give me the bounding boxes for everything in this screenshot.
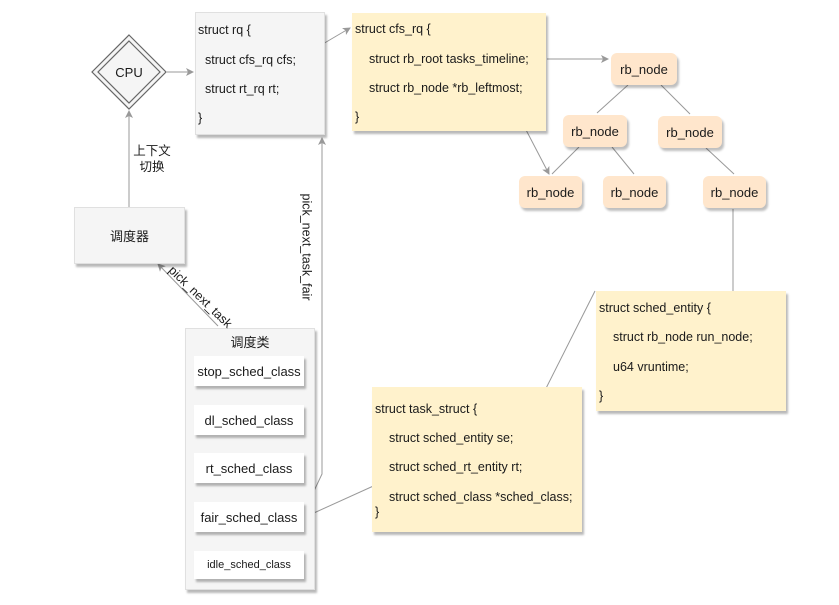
task-struct: struct task_struct { struct sched_entity… [372,387,582,532]
task-struct-line: struct task_struct { [375,402,478,416]
cfs-rq-struct: struct cfs_rq { struct rb_root tasks_tim… [352,13,546,131]
edge-tree [551,146,580,175]
sched-entity-struct: struct sched_entity { struct rb_node run… [596,291,786,411]
rb-node-left: rb_node [563,115,627,147]
context-switch-label: 上下文 切换 [131,143,173,175]
rb-node-right: rb_node [658,116,722,148]
sched-entity-line: } [599,389,604,403]
pick-next-task-label: pick_next_task [165,263,235,331]
rb-node-right-right: rb_node [703,176,766,208]
edge-sched_class-fair [304,482,381,518]
cfs-rq-line: struct cfs_rq { [355,22,431,36]
cfs-rq-line: struct rb_node *rb_leftmost; [369,81,523,95]
pick-next-task-fair-label: pick_next_task_fair [299,193,314,301]
rb-node-label: rb_node [620,61,668,77]
rb-node-label: rb_node [666,124,714,140]
rb-node-leftmost: rb_node [519,176,582,208]
edge-tree [705,147,735,175]
rb-node-label: rb_node [710,184,759,200]
rq-line: struct rt_rq rt; [205,82,280,96]
task-struct-line: } [375,505,380,519]
sched-class-label: idle_sched_class [207,559,291,571]
sched-entity-line: struct sched_entity { [599,301,711,315]
sched-class-idle: idle_sched_class [194,551,304,579]
cfs-rq-line: } [355,110,360,124]
edge-tree [611,146,635,175]
sched-class-rt: rt_sched_class [194,453,304,483]
rq-struct: struct rq { struct cfs_rq cfs; struct rt… [195,12,325,135]
cpu-node: CPU [91,34,167,110]
sched-class-stop: stop_sched_class [194,356,304,386]
sched-entity-line: struct rb_node run_node; [613,330,753,344]
sched-class-dl: dl_sched_class [194,405,304,435]
sched-class-label: fair_sched_class [200,509,298,525]
task-struct-line: struct sched_entity se; [389,431,514,445]
rb-node-root: rb_node [611,53,677,85]
sched-class-label: rt_sched_class [205,460,293,476]
sched-classes-title: 调度类 [230,334,270,350]
task-struct-line: struct sched_rt_entity rt; [389,460,523,474]
rq-line: struct rq { [198,23,251,37]
sched-class-label: stop_sched_class [197,363,301,379]
rq-line: } [198,111,203,125]
rb-node-label: rb_node [526,184,575,200]
rb-node-left-right: rb_node [603,176,666,208]
scheduler-label: 调度器 [109,229,149,244]
rb-node-label: rb_node [610,184,659,200]
scheduler-box: 调度器 [74,207,185,264]
task-struct-line: struct sched_class *sched_class; [389,490,573,504]
sched-class-fair: fair_sched_class [194,502,304,532]
diamond-shape [91,34,167,110]
edge-tree [660,84,691,115]
sched-entity-line: u64 vruntime; [613,360,689,374]
context-switch-line2: 切换 [139,160,165,174]
cpu-label: CPU [115,64,143,80]
rq-line: struct cfs_rq cfs; [205,53,296,67]
cfs-rq-line: struct rb_root tasks_timeline; [369,52,529,66]
sched-class-label: dl_sched_class [204,412,294,428]
rb-node-label: rb_node [571,123,619,139]
context-switch-line1: 上下文 [133,144,171,158]
edge-tree [596,84,629,114]
